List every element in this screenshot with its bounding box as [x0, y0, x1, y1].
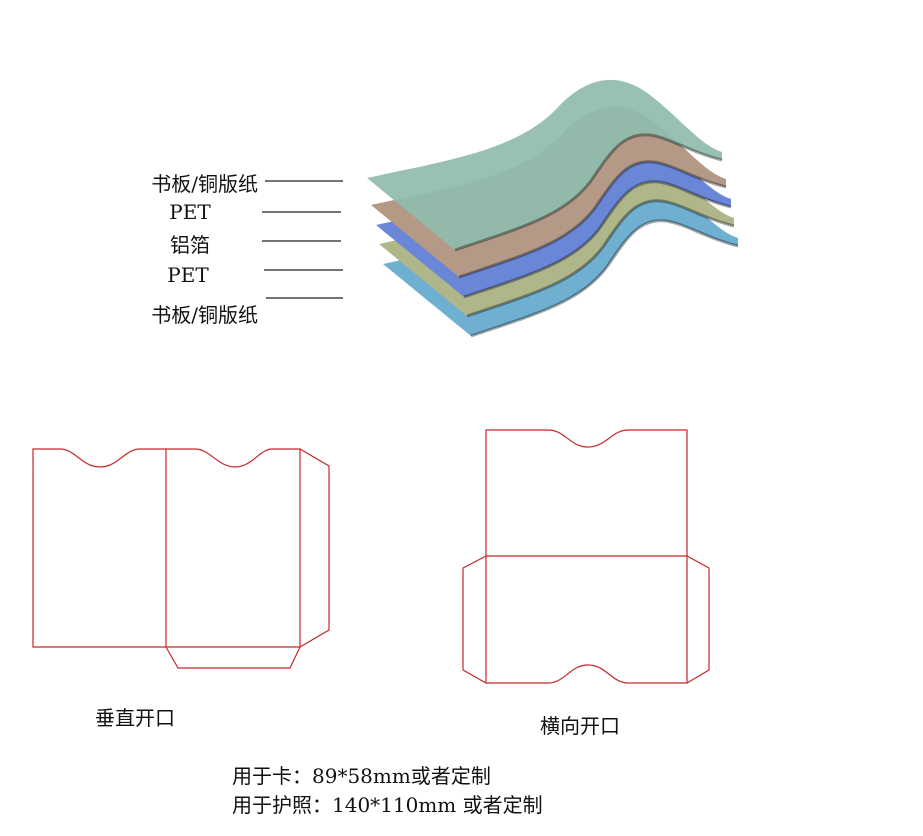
layer-label-pet-upper: PET [169, 200, 211, 224]
horizontal-opening-dieline [462, 429, 710, 684]
vertical-opening-dieline [32, 448, 330, 669]
layer-stack [367, 79, 739, 338]
layer-label-top-board: 书板/铜版纸 [151, 172, 258, 196]
layer-label-bottom-board: 书板/铜版纸 [151, 303, 258, 327]
layer-edge [458, 160, 727, 279]
layer-edge [470, 219, 739, 338]
layer-edge [463, 180, 732, 299]
horizontal-opening-label: 横向开口 [540, 714, 620, 738]
layer-label-aluminum-foil: 铝箔 [170, 233, 210, 257]
vertical-opening-label: 垂直开口 [95, 706, 175, 730]
layer-sheet [367, 79, 722, 250]
passport-size-note: 用于护照：140*110mm 或者定制 [232, 793, 543, 817]
leader-lines [262, 180, 343, 299]
layer-edge [466, 199, 735, 318]
card-size-note: 用于卡：89*58mm或者定制 [232, 764, 491, 788]
top-board-layer [367, 79, 723, 252]
layer-edge [454, 133, 723, 252]
layer-label-pet-lower: PET [167, 263, 209, 287]
